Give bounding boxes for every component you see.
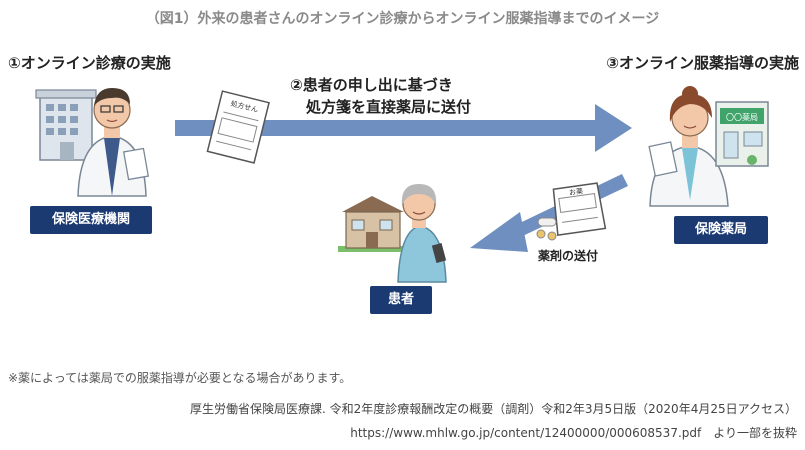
pill-capsule-icon (536, 217, 557, 241)
pharmacy-badge: 保険薬局 (674, 216, 768, 244)
source-citation: 厚生労働省保険局医療課. 令和2年度診療報酬改定の概要（調剤）令和2年3月5日版… (189, 402, 797, 416)
hospital-building-icon (35, 89, 97, 161)
prescription-arrow (175, 104, 632, 152)
delivery-label: 薬剤の送付 (538, 249, 599, 263)
prescription-paper-icon (206, 90, 270, 164)
pharmacy-sign-text: 〇〇薬局 (726, 112, 758, 122)
figure-title: （図1）外来の患者さんのオンライン診療からオンライン服薬指導までのイメージ (145, 11, 660, 27)
patient-badge: 患者 (370, 286, 432, 314)
source-url[interactable]: https://www.mhlw.go.jp/content/12400000/… (350, 426, 797, 440)
house-icon (338, 196, 412, 252)
medicine-bag-label: お薬 (568, 186, 583, 197)
step2-heading: ②患者の申し出に基づき 処方箋を直接薬局に送付 (290, 74, 471, 118)
step2-line1: ②患者の申し出に基づき (290, 76, 453, 94)
delivery-arrow (470, 174, 628, 252)
doctor-icon (77, 88, 150, 197)
step1-heading: ①オンライン診療の実施 (8, 54, 171, 72)
step3-heading: ③オンライン服薬指導の実施 (606, 54, 799, 72)
medicine-bag-icon (552, 182, 607, 236)
pharmacy-building-icon (715, 101, 769, 167)
footnote: ※薬によっては薬局での服薬指導が必要となる場合があります。 (8, 371, 352, 385)
patient-icon (397, 184, 447, 283)
clinic-badge: 保険医療機関 (30, 206, 152, 234)
step2-line2: 処方箋を直接薬局に送付 (306, 98, 472, 116)
pharmacist-icon (648, 86, 729, 207)
